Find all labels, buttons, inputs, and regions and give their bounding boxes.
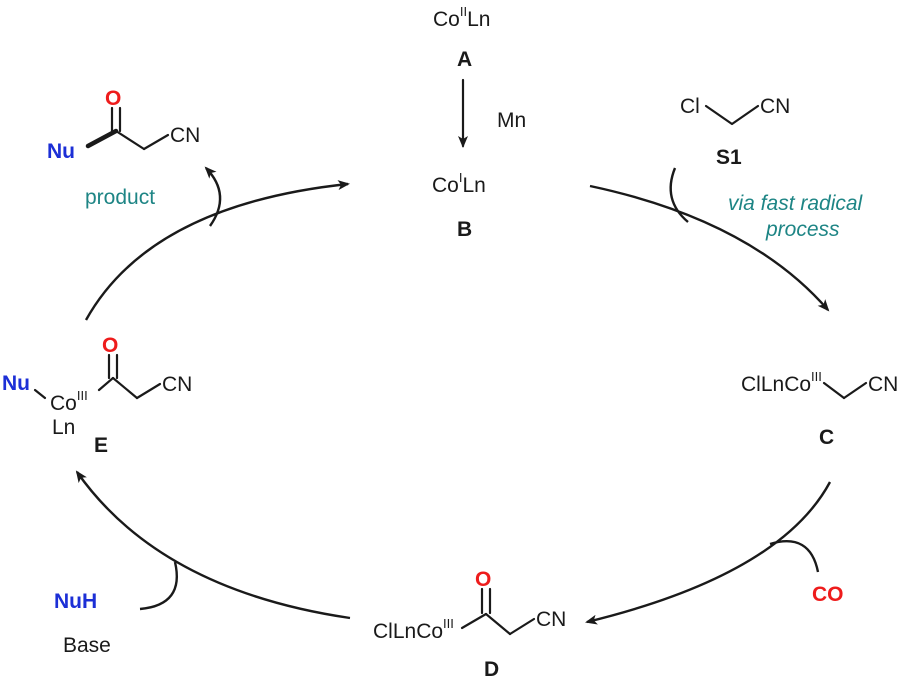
svg-text:CoILn: CoILn bbox=[432, 170, 486, 197]
svg-text:O: O bbox=[105, 87, 121, 110]
svg-text:CoIII: CoIII bbox=[50, 388, 88, 415]
svg-text:O: O bbox=[475, 568, 491, 591]
species-e: Nu CoIII Ln O CN E bbox=[2, 334, 192, 457]
svg-text:Nu: Nu bbox=[47, 140, 75, 163]
co-reagent: CO bbox=[812, 583, 844, 606]
product-release-curl bbox=[204, 166, 222, 227]
svg-text:ClLnCoIII: ClLnCoIII bbox=[373, 616, 454, 643]
label-d: D bbox=[484, 658, 499, 681]
svg-text:CN: CN bbox=[760, 95, 790, 118]
product-caption: product bbox=[85, 186, 155, 209]
base-reagent: Base bbox=[63, 634, 111, 657]
arrow-c-to-d bbox=[585, 481, 832, 625]
arrow-e-to-b bbox=[84, 180, 350, 321]
co-incoming-curl bbox=[769, 540, 820, 573]
species-b: CoILn B bbox=[432, 170, 486, 241]
nuh-reagent: NuH bbox=[54, 590, 97, 613]
species-d: ClLnCoIII O CN D bbox=[373, 568, 566, 681]
arrow-b-to-c bbox=[589, 184, 830, 312]
svg-text:ClLnCoIII: ClLnCoIII bbox=[741, 369, 822, 396]
substrate-s1: Cl CN S1 bbox=[680, 95, 790, 169]
mn-reagent: Mn bbox=[497, 109, 526, 132]
svg-text:Nu: Nu bbox=[2, 372, 30, 395]
product-structure: Nu O CN bbox=[47, 87, 200, 163]
svg-text:O: O bbox=[102, 334, 118, 357]
svg-text:CN: CN bbox=[868, 373, 898, 396]
arrow-d-to-e bbox=[75, 470, 351, 620]
label-s1: S1 bbox=[716, 146, 742, 169]
nuh-incoming-curl bbox=[139, 561, 178, 611]
annotation-line2: process bbox=[765, 218, 840, 241]
svg-text:Cl: Cl bbox=[680, 95, 700, 118]
species-a: CoIILn A bbox=[433, 4, 490, 71]
svg-text:CN: CN bbox=[162, 373, 192, 396]
svg-text:CoIILn: CoIILn bbox=[433, 4, 490, 31]
annotation-line1: via fast radical bbox=[728, 192, 864, 215]
label-c: C bbox=[819, 426, 834, 449]
label-a: A bbox=[457, 48, 472, 71]
svg-text:CN: CN bbox=[536, 608, 566, 631]
svg-text:Ln: Ln bbox=[52, 416, 75, 439]
species-c: ClLnCoIII CN C bbox=[741, 369, 898, 449]
svg-text:CN: CN bbox=[170, 124, 200, 147]
s1-incoming-curl bbox=[669, 167, 689, 223]
label-e: E bbox=[94, 434, 108, 457]
label-b: B bbox=[457, 218, 472, 241]
